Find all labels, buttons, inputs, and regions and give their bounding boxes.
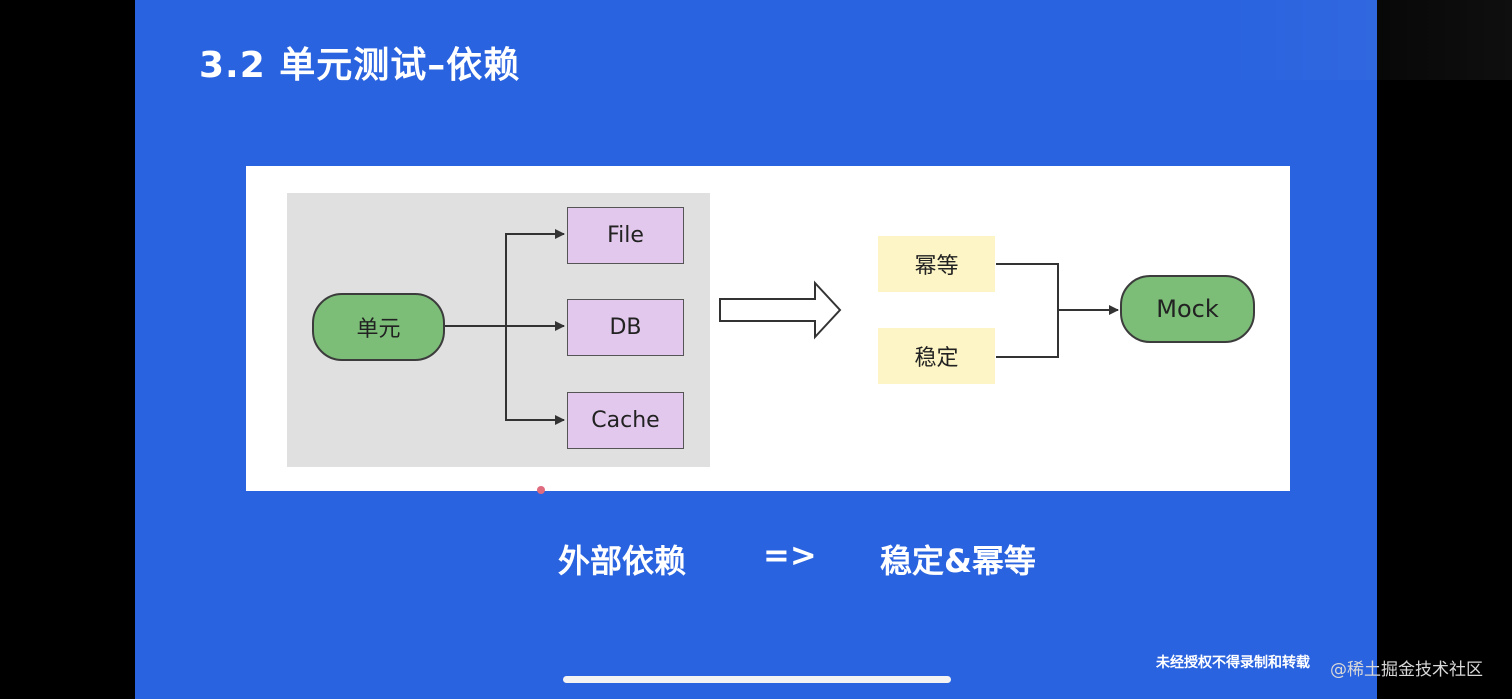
copyright-watermark: 未经授权不得录制和转载: [1156, 655, 1310, 671]
connector-lines: [445, 229, 1119, 425]
transform-arrow: [719, 280, 842, 340]
diagram-panel: 单元 File DB Cache 幂等 稳定 Mock: [246, 166, 1290, 491]
home-indicator[interactable]: [563, 676, 951, 683]
brand-watermark: @稀土掘金技术社区: [1330, 660, 1483, 680]
edge-unit-cache: [505, 326, 565, 425]
unit-node: 单元: [312, 293, 445, 361]
caption-arrow: =>: [763, 536, 817, 574]
edge-unit-file: [505, 229, 565, 326]
slide-highlight: [1225, 0, 1512, 80]
property-idempotent: 幂等: [878, 236, 995, 292]
dependency-cache: Cache: [567, 392, 684, 449]
caption-right: 稳定&幂等: [880, 542, 1036, 580]
slide: 3.2 单元测试–依赖 单元 File DB Cache 幂等 稳定 Mock: [135, 0, 1512, 699]
caption-left: 外部依赖: [558, 542, 687, 580]
mock-node: Mock: [1120, 275, 1255, 343]
slide-title: 3.2 单元测试–依赖: [199, 45, 521, 86]
dependency-db: DB: [567, 299, 684, 356]
pointer-dot: [537, 486, 545, 494]
dependency-file: File: [567, 207, 684, 264]
property-bracket: [996, 263, 1059, 358]
property-stable: 稳定: [878, 328, 995, 384]
